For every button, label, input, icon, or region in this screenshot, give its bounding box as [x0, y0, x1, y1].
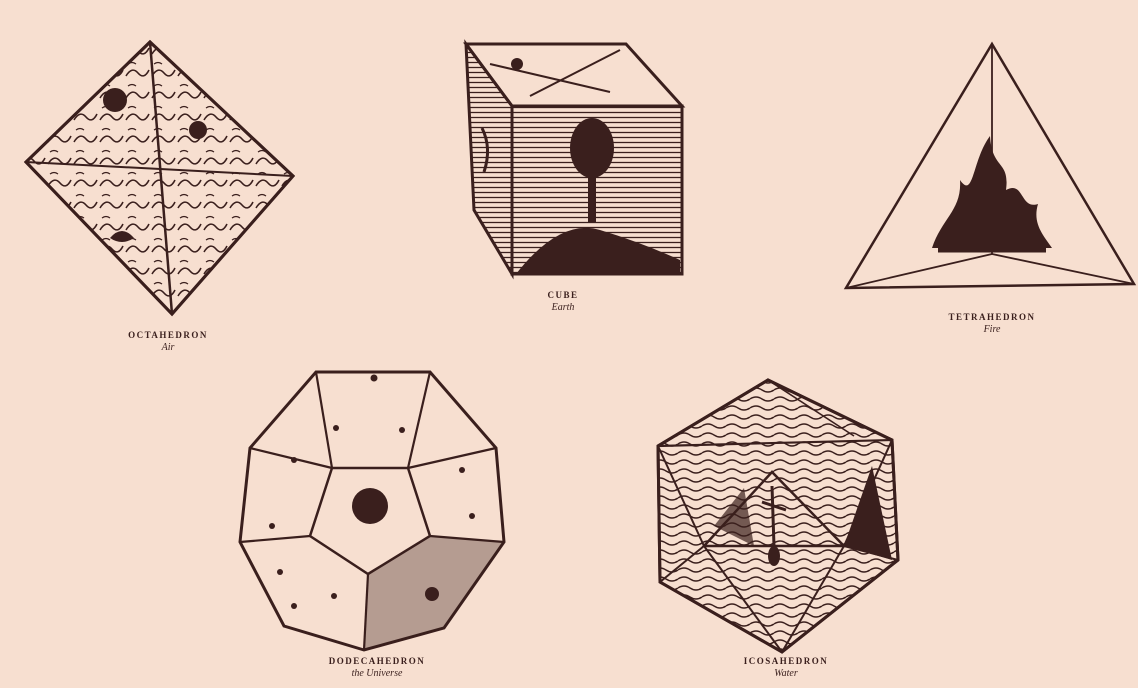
icosahedron-element: Water	[706, 668, 866, 679]
cube-element: Earth	[508, 302, 618, 313]
octahedron-caption: OCTAHEDRON Air	[98, 330, 238, 353]
tetrahedron-element: Fire	[912, 324, 1072, 335]
octahedron-figure	[20, 38, 300, 323]
icosahedron-figure	[654, 376, 902, 656]
dodecahedron-figure	[234, 366, 508, 654]
cube-caption: CUBE Earth	[508, 290, 618, 313]
tetrahedron-figure	[842, 40, 1138, 290]
dodecahedron-name: DODECAHEDRON	[292, 656, 462, 666]
tetrahedron-name: TETRAHEDRON	[912, 312, 1072, 322]
dodecahedron-element: the Universe	[292, 668, 462, 679]
cube-name: CUBE	[508, 290, 618, 300]
dodecahedron-caption: DODECAHEDRON the Universe	[292, 656, 462, 679]
icosahedron-caption: ICOSAHEDRON Water	[706, 656, 866, 679]
cube-figure	[460, 40, 692, 280]
octahedron-element: Air	[98, 342, 238, 353]
icosahedron-name: ICOSAHEDRON	[706, 656, 866, 666]
tetrahedron-caption: TETRAHEDRON Fire	[912, 312, 1072, 335]
octahedron-name: OCTAHEDRON	[98, 330, 238, 340]
